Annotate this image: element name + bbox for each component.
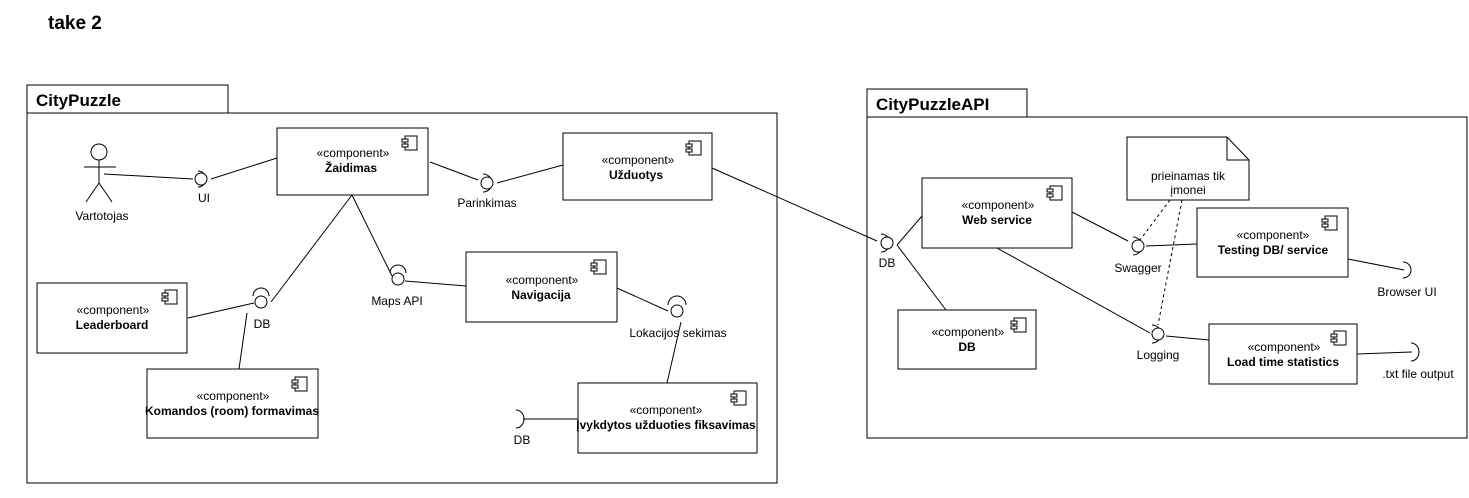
stereotype-label: «component» (602, 153, 675, 167)
interface-ui-label: UI (198, 191, 210, 205)
component-uzduotys: «component» Užduotys (562, 132, 713, 201)
stereotype-label: «component» (630, 403, 703, 417)
package-citypuzzleapi-label: CityPuzzleAPI (876, 95, 989, 114)
socket-icon (1402, 261, 1412, 279)
socket-icon (1410, 342, 1420, 362)
interface-browser-ui: Browser UI (1377, 261, 1437, 299)
component-web-service: «component» Web service (921, 177, 1073, 249)
interface-db-left: DB (252, 287, 271, 331)
lollipop-icon (254, 295, 268, 309)
lollipop-icon (480, 176, 494, 190)
connectors (103, 157, 1413, 420)
interface-db-left-label: DB (254, 317, 271, 331)
component-navigacija-name: Navigacija (511, 288, 571, 302)
interface-parinkimas: Parinkimas (457, 173, 517, 210)
component-db-name: DB (958, 340, 976, 354)
component-uzduotys-name: Užduotys (609, 168, 663, 182)
stereotype-label: «component» (932, 325, 1005, 339)
component-komandos-name: Komandos (room) formavimas (145, 404, 319, 418)
interface-db-bottom: DB (514, 409, 531, 447)
interface-maps-api-label: Maps API (371, 294, 422, 308)
stereotype-label: «component» (1248, 340, 1321, 354)
socket-icon (389, 264, 407, 274)
stereotype-label: «component» (77, 303, 150, 317)
component-web-service-name: Web service (962, 213, 1032, 227)
stereotype-label: «component» (962, 198, 1035, 212)
component-testing: «component» Testing DB/ service (1196, 207, 1349, 278)
component-zaidimas-name: Žaidimas (325, 160, 377, 175)
interface-logging-label: Logging (1137, 348, 1180, 362)
component-ivykdytos: «component» Įvykdytos užduoties fiksavim… (576, 382, 758, 454)
component-leaderboard: «component» Leaderboard (36, 282, 188, 354)
interface-ui: UI (194, 170, 210, 205)
interface-maps-api: Maps API (371, 264, 423, 308)
interface-lokacijos: Lokacijos sekimas (629, 295, 727, 340)
lollipop-icon (1151, 327, 1165, 341)
note: prieinamas tik įmonei (1126, 136, 1250, 201)
actor-stick-figure-icon (84, 143, 116, 203)
interface-db-api-label: DB (879, 256, 896, 270)
interface-swagger-label: Swagger (1114, 261, 1161, 275)
component-load-time-name: Load time statistics (1227, 355, 1339, 369)
interface-db-bottom-label: DB (514, 433, 531, 447)
component-navigacija: «component» Navigacija (465, 251, 618, 323)
component-ivykdytos-name: Įvykdytos užduoties fiksavimas (576, 418, 756, 432)
package-citypuzzle-label: CityPuzzle (36, 91, 121, 110)
interface-db-api: DB (879, 233, 896, 270)
interface-browser-ui-label: Browser UI (1377, 285, 1436, 299)
socket-icon (252, 287, 270, 297)
component-db: «component» DB (897, 309, 1037, 370)
component-testing-name: Testing DB/ service (1218, 243, 1329, 257)
lollipop-icon (194, 172, 208, 186)
diagram-title: take 2 (48, 13, 102, 34)
socket-icon (515, 409, 525, 429)
lollipop-icon (880, 236, 894, 250)
lollipop-icon (670, 304, 684, 318)
interface-swagger: Swagger (1114, 236, 1162, 275)
stereotype-label: «component» (506, 273, 579, 287)
stereotype-label: «component» (317, 146, 390, 160)
lollipop-icon (391, 272, 405, 286)
stereotype-label: «component» (1237, 228, 1310, 242)
component-load-time: «component» Load time statistics (1208, 323, 1358, 385)
actor-label: Vartotojas (75, 209, 128, 223)
component-leaderboard-name: Leaderboard (76, 318, 149, 332)
note-line-2: įmonei (1170, 183, 1205, 197)
component-zaidimas: «component» Žaidimas (276, 127, 429, 196)
interface-parinkimas-label: Parinkimas (457, 196, 516, 210)
interface-txt-output: .txt file output (1382, 342, 1454, 381)
interface-txt-output-label: .txt file output (1382, 367, 1454, 381)
component-komandos: «component» Komandos (room) formavimas (145, 368, 319, 439)
actor-vartotojas: Vartotojas (75, 143, 129, 223)
stereotype-label: «component» (197, 389, 270, 403)
socket-icon (667, 295, 687, 306)
note-line-1: prieinamas tik (1151, 169, 1226, 183)
lollipop-icon (1131, 239, 1145, 253)
interface-logging: Logging (1137, 324, 1180, 362)
interface-lokacijos-label: Lokacijos sekimas (629, 326, 726, 340)
